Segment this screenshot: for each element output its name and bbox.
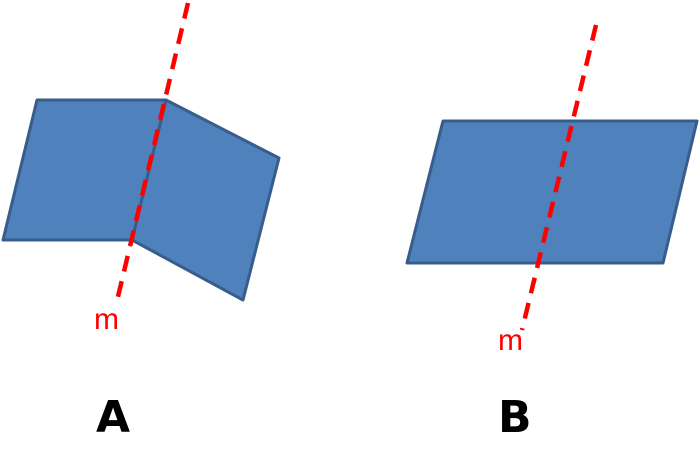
figure-a-label: A: [96, 392, 131, 443]
figure-b-label: B: [498, 392, 532, 443]
figure-b-line-m: [519, 24, 599, 331]
figure-a: [1, 2, 281, 306]
figure-a-line-label: m: [94, 303, 119, 336]
figure-b: [405, 24, 699, 331]
figure-b-line-label: m: [498, 324, 523, 357]
figure-b-parallelogram: [405, 119, 699, 265]
